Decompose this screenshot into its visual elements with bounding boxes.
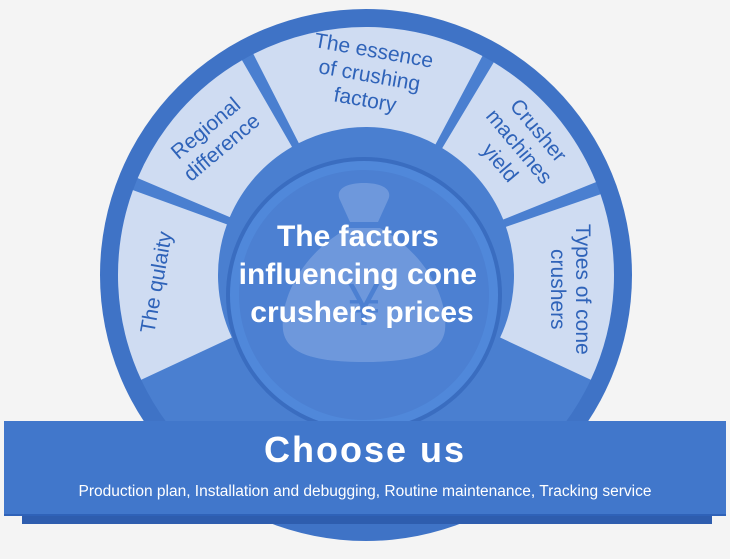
segment-2 xyxy=(137,60,292,218)
center-title-line-2: influencing cone xyxy=(239,258,477,291)
center-title: The factors influencing cone crushers pr… xyxy=(239,220,486,329)
banner-title: Choose us xyxy=(263,429,467,470)
center-circle xyxy=(239,170,489,420)
segment-5 xyxy=(500,194,614,380)
banner-subtitle: Production plan, Installation and debugg… xyxy=(78,483,652,500)
segments xyxy=(118,27,614,380)
svg-text:¥: ¥ xyxy=(346,274,382,339)
segment-4 xyxy=(442,62,596,220)
segment-label-5: Types of conecrushers xyxy=(546,224,594,355)
segment-1 xyxy=(118,190,232,380)
center-title-line-3: crushers prices xyxy=(250,296,473,329)
segment-label-5-line-1: Types of cone xyxy=(571,224,594,355)
segment-label-5-line-2: crushers xyxy=(546,249,569,330)
money-bag-icon: ¥ xyxy=(282,183,446,362)
segment-3 xyxy=(253,27,483,145)
center-title-line-1: The factors xyxy=(277,220,439,253)
segment-label-3: The essenceof crushingfactory xyxy=(304,29,435,122)
choose-us-banner: Choose us Production plan, Installation … xyxy=(4,421,726,514)
